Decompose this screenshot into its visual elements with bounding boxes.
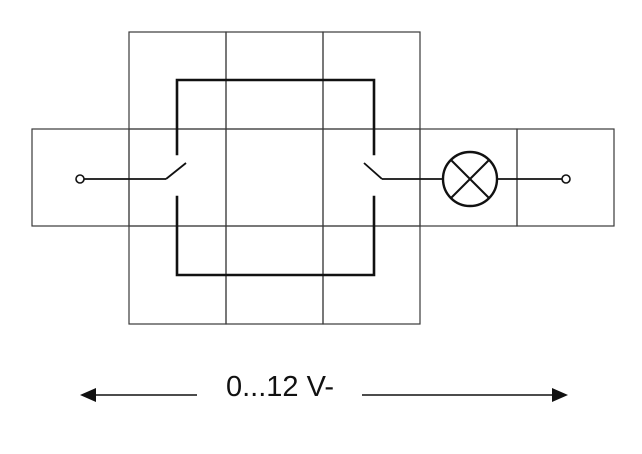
lamp-icon: [441, 150, 499, 208]
switch-1-icon: [165, 162, 187, 180]
arrow-left-head-icon: [80, 388, 96, 402]
grid-cell-mid-3: [225, 128, 324, 227]
wire-bottom-loop: [175, 195, 376, 277]
grid-cell-mid-4: [322, 128, 421, 227]
terminal-right-icon: [561, 174, 571, 184]
wire-top-loop: [175, 78, 376, 156]
terminal-left-icon: [75, 174, 85, 184]
grid-cell-mid-6: [516, 128, 615, 227]
grid: [31, 31, 615, 325]
wiring: [83, 78, 563, 277]
voltage-label: 0...12 V-: [225, 371, 334, 403]
switch-2-icon: [363, 162, 383, 180]
arrow-right-head-icon: [552, 388, 568, 402]
voltage-arrow: [80, 388, 568, 402]
